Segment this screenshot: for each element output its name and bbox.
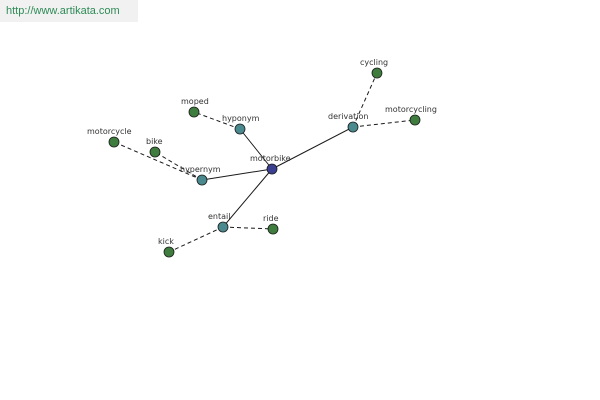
node-hyponym[interactable]: hyponym [222,114,260,135]
node-moped-circle[interactable] [188,106,200,118]
node-kick-label: kick [158,237,174,246]
node-moped[interactable]: moped [181,97,209,118]
graph-edges [113,72,416,253]
node-motorcycle-label: motorcycle [87,127,132,136]
edge-entail-ride [222,226,274,230]
node-bike[interactable]: bike [146,137,163,158]
edge-motorbike-hyponym [239,128,273,170]
edge-motorbike-derivation [271,126,354,170]
edge-entail-kick [168,226,224,253]
node-hypernym-label: hypernym [180,165,221,174]
node-entail[interactable]: entail [208,212,230,233]
node-motorbike-label: motorbike [250,154,291,163]
node-hypernym-circle[interactable] [196,174,208,186]
node-motorcycling-circle[interactable] [409,114,421,126]
node-bike-label: bike [146,137,163,146]
node-ride[interactable]: ride [263,214,279,235]
node-entail-circle[interactable] [217,221,229,233]
node-hyponym-label: hyponym [222,114,260,123]
node-motorcycling-label: motorcycling [385,105,437,114]
node-kick-circle[interactable] [163,246,175,258]
edge-hypernym-bike [154,151,203,181]
node-hyponym-circle[interactable] [234,123,246,135]
node-hypernym[interactable]: hypernym [180,165,221,186]
node-derivation[interactable]: derivation [328,112,368,133]
node-derivation-label: derivation [328,112,368,121]
node-kick[interactable]: kick [158,237,175,258]
node-cycling-label: cycling [360,58,388,67]
edge-hyponym-moped [193,111,241,130]
node-moped-label: moped [181,97,209,106]
edge-derivation-motorcycling [352,119,416,128]
edge-derivation-cycling [352,72,378,128]
node-motorbike-circle[interactable] [266,163,278,175]
node-derivation-circle[interactable] [347,121,359,133]
graph-nodes: motorbike hyponym hypernym entail derivation… [87,58,437,258]
node-bike-circle[interactable] [149,146,161,158]
edge-motorbike-hypernym [201,168,273,181]
node-cycling[interactable]: cycling [360,58,388,79]
node-motorbike[interactable]: motorbike [250,154,291,175]
watermark-url[interactable]: http://www.artikata.com [0,0,138,22]
node-motorcycle[interactable]: motorcycle [87,127,132,148]
node-cycling-circle[interactable] [371,67,383,79]
edge-hypernym-motorcycle [113,141,203,181]
node-ride-label: ride [263,214,279,223]
node-entail-label: entail [208,212,230,221]
node-motorcycling[interactable]: motorcycling [385,105,437,126]
node-motorcycle-circle[interactable] [108,136,120,148]
node-ride-circle[interactable] [267,223,279,235]
edge-motorbike-entail [222,168,273,228]
